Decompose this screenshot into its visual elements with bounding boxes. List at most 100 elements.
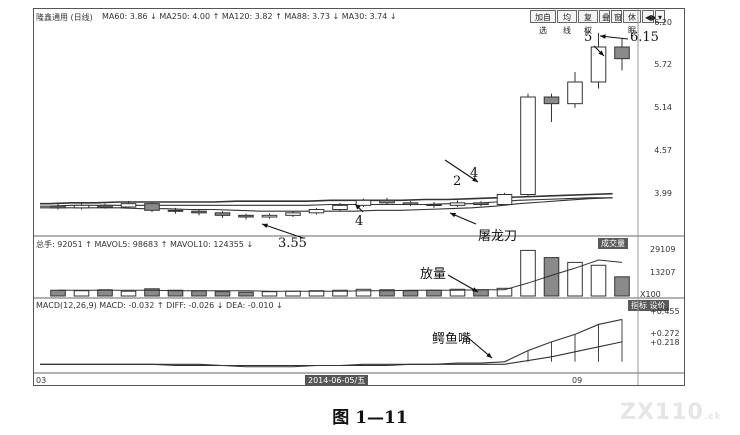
macd-readout: MACD(12,26,9) MACD: -0.032 ↑ DIFF: -0.02… — [36, 301, 283, 310]
volume-bar — [449, 288, 466, 297]
eyuzui-label: 鳄鱼嘴 — [432, 332, 472, 347]
tulongdao-label: 屠龙刀 — [478, 229, 518, 244]
candle-body — [238, 214, 254, 218]
candle-body — [167, 209, 184, 212]
peak-price-label: 6.15 — [630, 30, 659, 45]
candle-body — [355, 199, 372, 206]
adjust-button[interactable]: 复权 — [578, 10, 598, 35]
volume-bar — [238, 291, 254, 297]
ma-line — [40, 192, 613, 205]
volume-bar — [332, 289, 348, 297]
date-tick: 03 — [36, 376, 47, 385]
candle-body — [496, 194, 513, 205]
annotation-arrowhead — [450, 213, 456, 218]
candle-body — [543, 96, 560, 105]
candle-body — [332, 204, 348, 210]
candle-body — [144, 203, 160, 211]
wave-label-2: 2 — [453, 174, 462, 189]
volume-bar — [355, 288, 372, 297]
wave-label-4a: 4 — [470, 166, 479, 181]
price-tick: 5.72 — [654, 60, 672, 69]
wave-label-4b: 4 — [355, 214, 364, 229]
volume-bar — [567, 261, 583, 297]
annotation-arrowhead — [355, 204, 361, 210]
ma-indicator-readout: MA60: 3.86 ↓ MA250: 4.00 ↑ MA120: 3.82 ↑… — [102, 12, 397, 21]
annotation-arrowhead — [472, 176, 478, 182]
volume-ma-line — [58, 259, 623, 292]
volume-bar — [261, 291, 278, 297]
annotation-arrow — [465, 335, 493, 359]
volume-bar — [614, 276, 630, 297]
candle-body — [590, 46, 607, 83]
volume-bar — [520, 249, 536, 297]
volume-unit: X100 — [640, 290, 661, 299]
add-watchlist-button[interactable]: 加自选 — [530, 10, 556, 35]
candle-body — [120, 203, 137, 208]
fangliang-label: 放量 — [420, 267, 447, 282]
candle-body — [261, 214, 278, 218]
volume-bar — [50, 289, 66, 297]
date-cursor: 2014-06-05/五 — [305, 375, 369, 386]
candle-body — [426, 204, 442, 206]
candle-body — [73, 204, 90, 209]
window-button[interactable]: 窗 — [611, 10, 622, 23]
annotation-arrowhead — [262, 223, 268, 228]
volume-bar — [426, 289, 442, 297]
volume-bar — [144, 288, 160, 297]
volume-bar — [402, 290, 419, 297]
volume-bar — [73, 290, 90, 297]
candle-body — [214, 212, 231, 216]
low-price-label: 3.55 — [278, 236, 307, 251]
annotation-arrow — [444, 159, 479, 183]
peak-wave-label: 5 — [584, 30, 593, 45]
price-tick: 4.57 — [654, 146, 672, 155]
volume-tick: 29109 — [650, 245, 676, 254]
candle-body — [50, 205, 66, 209]
price-tick: 3.99 — [654, 189, 672, 198]
candle-body — [473, 202, 489, 205]
macd-dea-line — [40, 341, 623, 367]
ma-button[interactable]: 均线 — [557, 10, 577, 35]
volume-tag[interactable]: 成交量 — [598, 238, 628, 249]
macd-tick: +0.272 — [650, 329, 680, 338]
annotation-arrowhead — [600, 34, 606, 39]
volume-bar — [543, 257, 560, 297]
candle-body — [567, 81, 583, 105]
macd-tick: +0.455 — [650, 307, 680, 316]
volume-bar — [191, 290, 207, 297]
stock-title: 隆鑫通用 (日线) — [36, 13, 93, 22]
macd-tick: +0.218 — [650, 338, 680, 347]
indicator-tag[interactable]: 指标 设价 — [628, 300, 669, 311]
overlay-button[interactable]: 叠 — [599, 10, 610, 23]
scroll-arrows-icon[interactable]: ◀▶ — [642, 10, 657, 23]
watermark-logo: ZX110.ck — [620, 400, 722, 425]
date-tick: 09 — [572, 376, 583, 385]
sleep-button[interactable]: 休眠 — [623, 10, 641, 35]
volume-bar — [379, 289, 395, 297]
volume-bar — [120, 290, 137, 297]
candle-body — [520, 96, 536, 195]
volume-tick: 13207 — [650, 268, 676, 277]
volume-readout: 总手: 92051 ↑ MAVOL5: 98683 ↑ MAVOL10: 124… — [36, 240, 254, 249]
candle-body — [379, 199, 395, 204]
volume-bar — [590, 264, 607, 297]
annotation-arrow — [261, 223, 304, 239]
price-tick: 6.20 — [654, 18, 672, 27]
figure-caption: 图 1—11 — [332, 408, 408, 428]
candle-body — [97, 204, 113, 208]
annotation-arrow — [447, 274, 479, 293]
volume-bar — [285, 290, 301, 297]
candle-body — [402, 202, 419, 205]
candle-body — [285, 212, 301, 216]
candle-body — [614, 46, 630, 60]
annotation-arrowhead — [486, 352, 492, 358]
volume-bar — [214, 291, 231, 297]
price-tick: 5.14 — [654, 103, 672, 112]
dropdown-icon[interactable]: ▾ — [655, 10, 665, 23]
chart-window — [33, 8, 685, 386]
candle-body — [191, 210, 207, 214]
candle-body — [449, 202, 466, 206]
annotation-arrowhead — [472, 287, 478, 292]
candle-body — [308, 209, 325, 214]
